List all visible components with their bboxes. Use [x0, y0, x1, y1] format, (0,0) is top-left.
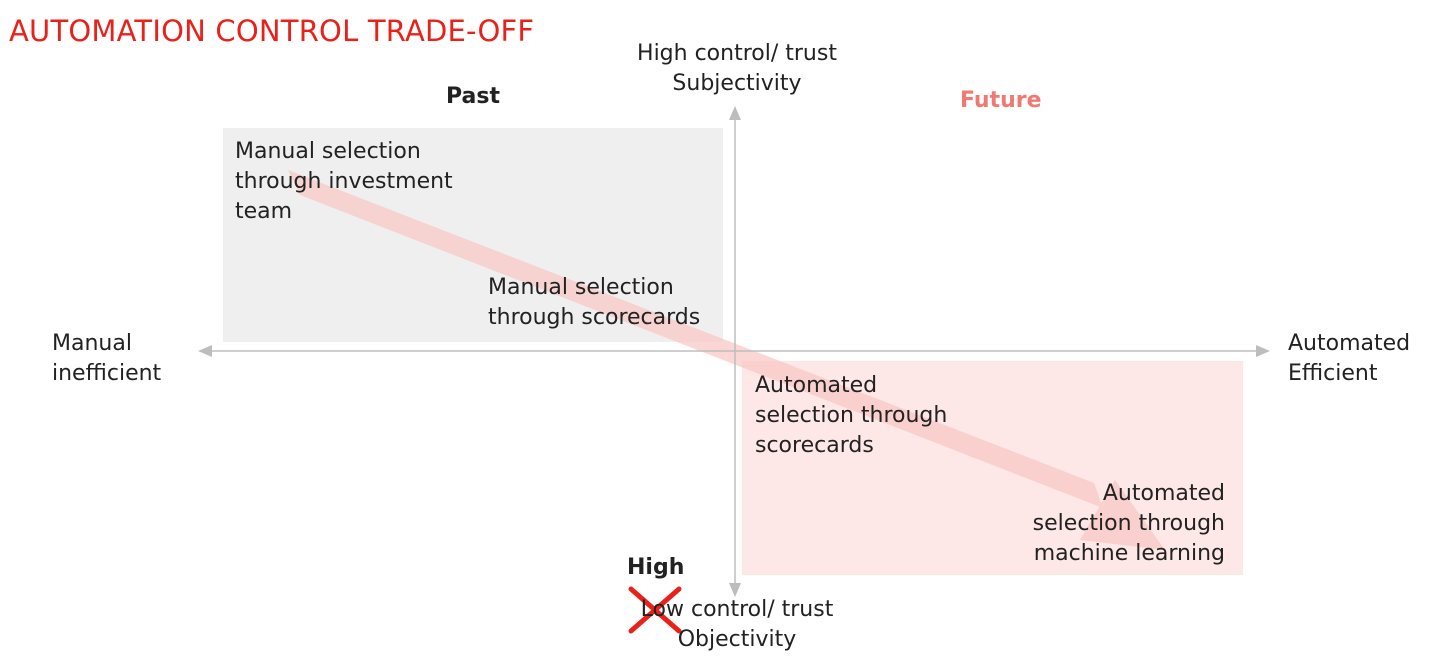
- axis-label-right: Automated Efficient: [1288, 329, 1410, 389]
- vertical-axis: [729, 106, 741, 597]
- item-line: through scorecards: [488, 305, 701, 330]
- past-quadrant-box: [223, 128, 723, 342]
- axis-label-right-line1: Automated: [1288, 331, 1411, 356]
- axis-label-left-line1: Manual: [52, 331, 132, 356]
- item-line: through investment: [235, 169, 453, 194]
- trend-arrow: [288, 170, 1165, 550]
- axis-arrow-right-icon: [1256, 345, 1270, 357]
- axis-label-bottom: Low control/ trust Objectivity: [615, 595, 859, 655]
- page-title: AUTOMATION CONTROL TRADE-OFF: [9, 14, 535, 48]
- axis-arrow-left-icon: [198, 345, 212, 357]
- item-line: Manual selection: [235, 139, 421, 164]
- axis-label-top-line1: High control/ trust: [637, 41, 837, 66]
- past-label: Past: [446, 84, 500, 109]
- item-line: scorecards: [755, 433, 874, 458]
- axis-label-left: Manual inefficient: [52, 329, 161, 389]
- axis-arrow-up-icon: [729, 106, 741, 120]
- item-manual-scorecards: Manual selection through scorecards: [488, 273, 700, 333]
- item-line: Manual selection: [488, 275, 674, 300]
- item-line: Automated: [755, 373, 878, 398]
- axis-label-bottom-replacement: High: [627, 555, 685, 580]
- axis-label-bottom-line1: Low control/ trust: [640, 597, 834, 622]
- future-label: Future: [960, 88, 1042, 113]
- axis-label-top-line2: Subjectivity: [672, 71, 802, 96]
- item-line: selection through: [755, 403, 948, 428]
- axis-arrow-down-icon: [729, 583, 741, 597]
- item-line: Automated: [1102, 481, 1225, 506]
- axis-label-right-line2: Efficient: [1288, 361, 1378, 386]
- cross-out-icon: [628, 586, 682, 634]
- item-line: team: [235, 199, 293, 224]
- item-automated-ml: Automated selection through machine lear…: [985, 479, 1225, 569]
- item-line: selection through: [1032, 511, 1225, 536]
- item-manual-investment: Manual selection through investment team: [235, 137, 453, 227]
- axis-label-top: High control/ trust Subjectivity: [615, 39, 859, 99]
- item-automated-scorecards: Automated selection through scorecards: [755, 371, 947, 461]
- item-line: machine learning: [1033, 541, 1225, 566]
- axis-label-left-line2: inefficient: [52, 361, 162, 386]
- axis-label-bottom-line2: Objectivity: [677, 627, 797, 652]
